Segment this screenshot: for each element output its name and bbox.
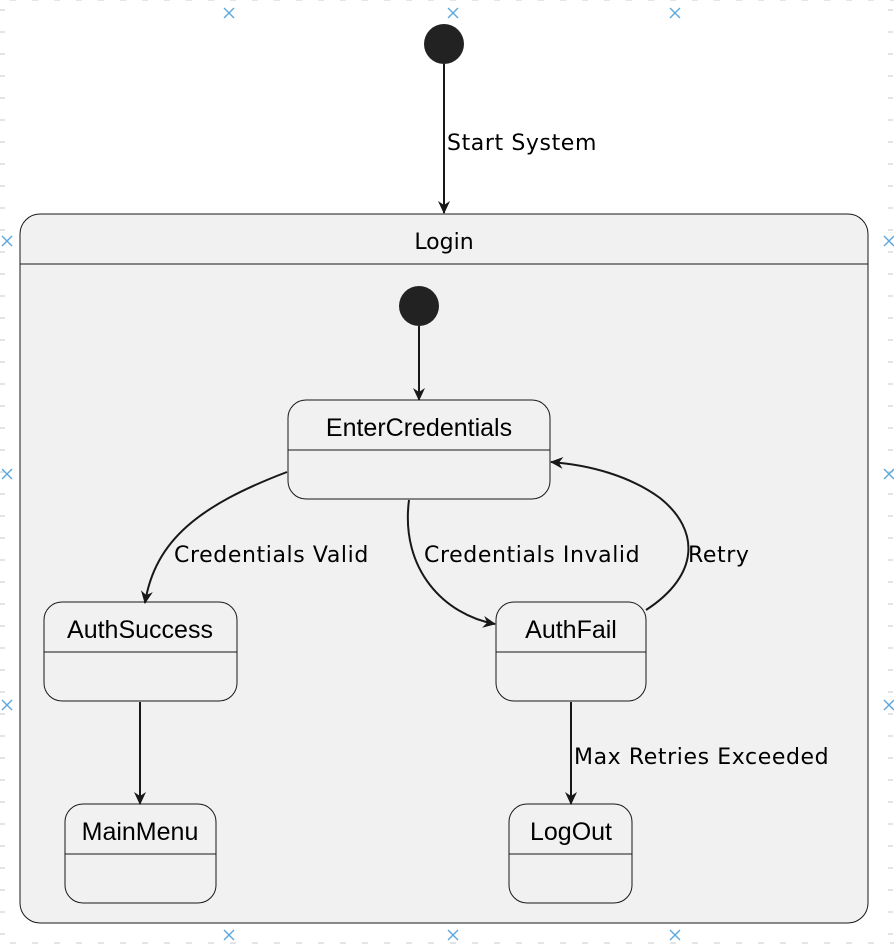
state-enter-credentials[interactable]: EnterCredentials [287, 399, 551, 500]
canvas-cross-marker [883, 468, 894, 480]
label-start-system: Start System [447, 131, 597, 156]
state-name-log-out: LogOut [530, 818, 612, 846]
label-credentials-valid: Credentials Valid [174, 543, 369, 568]
label-max-retries-exceeded: Max Retries Exceeded [574, 745, 829, 770]
state-auth-fail[interactable]: AuthFail [495, 601, 647, 702]
inner-initial-node [399, 286, 439, 326]
canvas-cross-marker [223, 929, 235, 941]
state-name-auth-success: AuthSuccess [67, 616, 213, 644]
state-main-menu[interactable]: MainMenu [64, 803, 217, 904]
canvas-cross-marker [669, 929, 681, 941]
canvas-cross-marker [883, 235, 894, 247]
canvas-cross-marker [1, 235, 13, 247]
canvas-cross-marker [883, 699, 894, 711]
state-auth-success[interactable]: AuthSuccess [43, 601, 238, 702]
composite-state-login[interactable]: Login [19, 213, 869, 924]
transition-retry [550, 456, 690, 611]
transition-credentials-invalid [406, 499, 496, 628]
canvas-cross-marker [223, 7, 235, 19]
canvas-cross-marker [1, 699, 13, 711]
label-retry: Retry [688, 543, 750, 568]
canvas-cross-marker [1, 468, 13, 480]
outer-initial-node [424, 24, 464, 64]
canvas-cross-marker [447, 929, 459, 941]
canvas-cross-marker [669, 7, 681, 19]
state-name-auth-fail: AuthFail [525, 616, 617, 644]
state-log-out[interactable]: LogOut [508, 803, 633, 904]
label-credentials-invalid: Credentials Invalid [424, 543, 640, 568]
canvas-cross-marker [447, 7, 459, 19]
transition-credentials-valid [140, 471, 288, 604]
state-name-enter-credentials: EnterCredentials [326, 414, 512, 442]
state-name-main-menu: MainMenu [82, 818, 199, 846]
composite-state-title: Login [414, 230, 473, 255]
